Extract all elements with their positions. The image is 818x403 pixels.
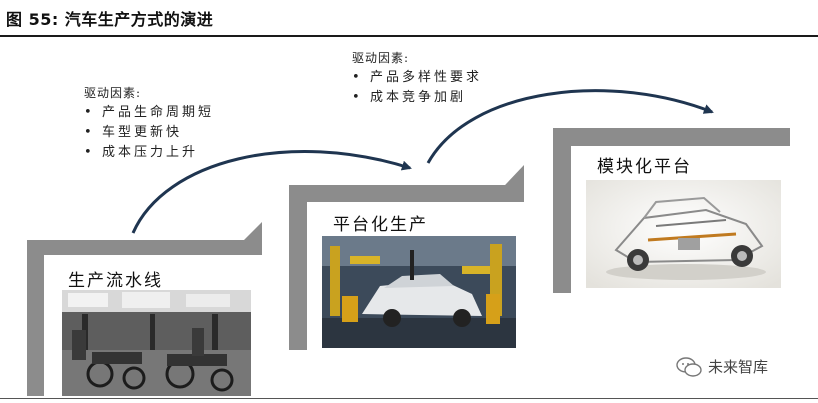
driver-item: 车型更新快 — [84, 123, 214, 143]
step-2-corner — [489, 165, 524, 202]
step-1-corner — [229, 222, 262, 255]
driver-heading: 驱动因素: — [84, 86, 142, 100]
stage-label-modular: 模块化平台 — [597, 157, 692, 177]
wechat-icon — [676, 356, 702, 377]
watermark-text: 未来智库 — [708, 358, 769, 376]
driver-item: 产品多样性要求 — [352, 68, 482, 88]
driver-heading: 驱动因素: — [352, 51, 410, 65]
vintage-assembly-line-photo — [62, 290, 251, 396]
driver-item: 产品生命周期短 — [84, 103, 214, 123]
driver-box-2: 驱动因素: 产品多样性要求 成本竞争加剧 — [352, 48, 482, 108]
driver-item: 成本压力上升 — [84, 143, 214, 163]
driver-box-1: 驱动因素: 产品生命周期短 车型更新快 成本压力上升 — [84, 83, 214, 163]
stage-label-assembly-line: 生产流水线 — [68, 271, 163, 291]
driver-item: 成本竞争加剧 — [352, 88, 482, 108]
bottom-rule — [0, 398, 818, 399]
stage-label-platform: 平台化生产 — [333, 215, 428, 235]
top-rule — [0, 35, 818, 37]
figure-title: 图 55: 汽车生产方式的演进 — [6, 10, 214, 29]
arrow-1 — [131, 150, 412, 234]
watermark: 未来智库 — [676, 356, 768, 377]
arrow-2 — [426, 89, 714, 164]
car-factory-robot-line-photo — [322, 236, 516, 348]
car-chassis-module-render — [586, 180, 781, 288]
step-3-shape — [553, 128, 790, 293]
